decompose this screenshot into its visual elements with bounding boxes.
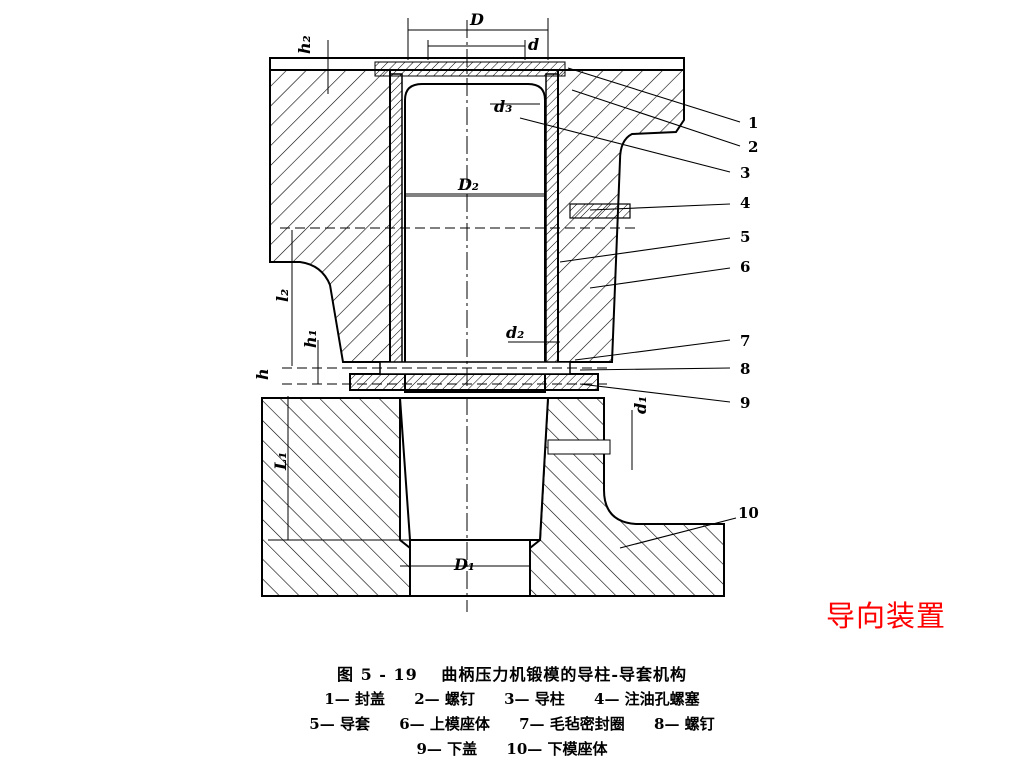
dim-d1: d₁: [631, 396, 650, 414]
dim-h: h: [253, 368, 272, 380]
dim-D: D: [469, 10, 484, 29]
part-number-4: 4: [740, 194, 750, 212]
legend-item: 1— 封盖: [324, 690, 385, 708]
lower-bore: [409, 539, 531, 597]
oil-hole: [547, 439, 611, 455]
dim-L1: L₁: [271, 452, 290, 471]
guide-mechanism-drawing: D d d₃ D₂ d₂ D₁ h₂ l₂ h₁ h L₁ d₁ 1 2 3 4…: [253, 10, 759, 612]
lower-die-holder-left: [261, 397, 411, 597]
legend-item: 10— 下模座体: [506, 740, 608, 758]
legend-item: 5— 导套: [309, 715, 370, 733]
guide-pillar-lower: [398, 397, 550, 541]
dim-d2: d₂: [506, 323, 524, 342]
part-number-10: 10: [738, 504, 759, 522]
dim-d3: d₃: [494, 97, 512, 116]
upper-die-holder-left: [269, 69, 391, 363]
lower-die-holder-right: [529, 397, 725, 597]
legend-line-3: 9— 下盖 10— 下模座体: [0, 738, 1024, 759]
part-number-2: 2: [748, 138, 758, 156]
part-number-1: 1: [748, 114, 758, 132]
oil-plug: [569, 203, 631, 219]
dim-h1: h₁: [301, 329, 320, 348]
part-number-5: 5: [740, 228, 750, 246]
part-number-3: 3: [740, 164, 750, 182]
legend-line-1: 1— 封盖 2— 螺钉 3— 导柱 4— 注油孔螺塞: [0, 688, 1024, 709]
legend-item: 7— 毛毡密封圈: [519, 715, 625, 733]
dim-D2: D₂: [457, 175, 479, 194]
part-number-6: 6: [740, 258, 750, 276]
legend-item: 8— 螺钉: [654, 715, 715, 733]
lower-cap: [349, 373, 599, 391]
dim-D1: D₁: [453, 555, 475, 574]
legend-item: 2— 螺钉: [414, 690, 475, 708]
legend-item: 4— 注油孔螺塞: [594, 690, 700, 708]
dim-h2: h₂: [295, 35, 314, 54]
upper-die-holder-right: [557, 69, 685, 363]
legend-item: 3— 导柱: [504, 690, 565, 708]
dim-d: d: [528, 35, 539, 54]
part-number-9: 9: [740, 394, 750, 412]
part-number-8: 8: [740, 360, 750, 378]
guide-sleeve-right-wall: [545, 73, 559, 365]
cover-plate-center: [374, 61, 566, 77]
guide-sleeve-left-wall: [389, 73, 403, 365]
legend-item: 9— 下盖: [416, 740, 478, 758]
legend-line-2: 5— 导套 6— 上模座体 7— 毛毡密封圈 8— 螺钉: [0, 713, 1024, 734]
slide-title: 导向装置: [826, 599, 947, 633]
guide-pillar: [404, 83, 546, 393]
figure-caption-title: 图 5 - 19 曲柄压力机锻模的导柱-导套机构: [337, 665, 687, 684]
dim-l2: l₂: [273, 289, 292, 302]
legend-item: 6— 上模座体: [399, 715, 490, 733]
part-number-7: 7: [740, 332, 750, 350]
